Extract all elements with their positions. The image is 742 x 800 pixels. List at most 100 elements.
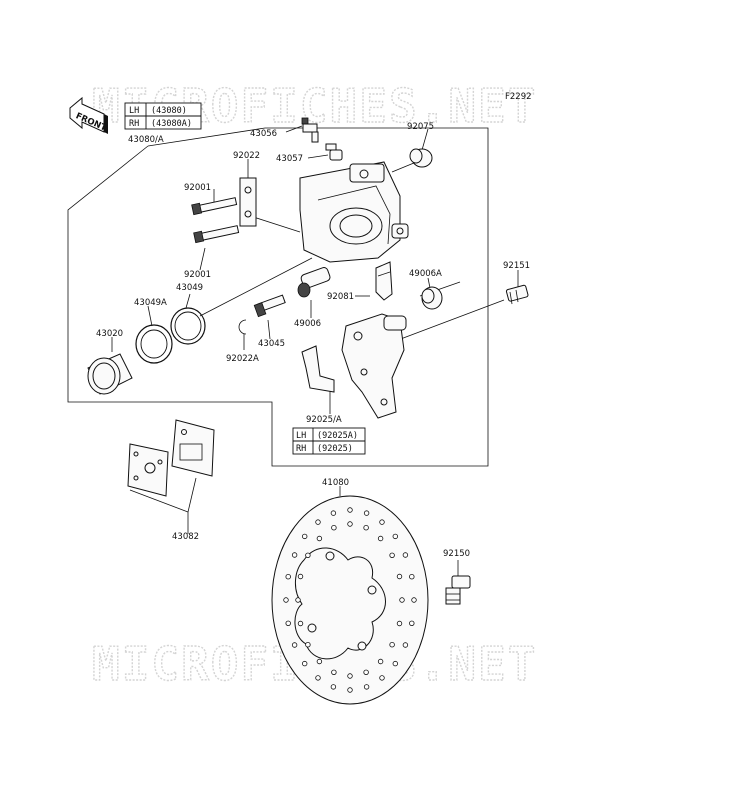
- bracket-assembly-code: 92025/A: [306, 415, 342, 425]
- disc-hole: [347, 673, 353, 679]
- disc-hole: [291, 552, 298, 558]
- dust-seal-part: [135, 324, 173, 364]
- caliper-table-side-lh: LH: [129, 106, 139, 116]
- assembly-boundary: [67, 127, 489, 467]
- label-92150: 92150: [443, 549, 470, 559]
- pad-holder-part: [301, 345, 335, 393]
- disc-hole: [389, 552, 395, 558]
- label-92075: 92075: [407, 122, 434, 132]
- disc-hole: [315, 519, 321, 525]
- bracket-table-part-lh: (92025A): [317, 431, 358, 441]
- caliper-bracket-part: [341, 313, 407, 419]
- caliper-table-part-lh: (43080): [151, 106, 187, 116]
- disc-hole: [291, 642, 298, 648]
- brake-pad-front-part: [127, 443, 197, 513]
- caliper-table-part-rh: (43080A): [151, 119, 192, 129]
- label-92022: 92022: [233, 151, 260, 161]
- label-43056: 43056: [250, 129, 277, 139]
- label-43045: 43045: [258, 339, 285, 349]
- disc-hole: [302, 533, 308, 540]
- label-43057: 43057: [276, 154, 303, 164]
- boot-part: [409, 148, 433, 168]
- piston-part: [87, 353, 133, 395]
- disc-hole: [295, 597, 301, 603]
- bleeder-valve-part: [301, 117, 319, 143]
- disc-hole: [330, 684, 337, 690]
- disc-hole: [305, 642, 311, 648]
- label-41080: 41080: [322, 478, 349, 488]
- caliper-assembly-code: 43080/A: [128, 135, 164, 145]
- disc-hole: [389, 642, 395, 648]
- mount-bolt-upper-part: [505, 284, 529, 305]
- slide-pin-part: [297, 267, 331, 298]
- disc-hole: [297, 620, 304, 627]
- label-43082: 43082: [172, 532, 199, 542]
- disc-hole: [316, 658, 323, 665]
- disc-hole: [330, 510, 337, 516]
- disc-hole: [315, 675, 321, 681]
- disc-hole: [347, 687, 353, 693]
- disc-hole: [363, 669, 369, 675]
- disc-hole: [409, 574, 415, 580]
- leader-lines: [111, 125, 519, 576]
- disc-hole: [379, 519, 385, 525]
- disc-hole: [411, 597, 417, 603]
- disc-hole: [363, 684, 370, 690]
- label-43049: 43049: [176, 283, 203, 293]
- disc-hole: [297, 573, 304, 580]
- disc-bolt-part: [445, 575, 471, 605]
- disc-hole: [399, 597, 405, 603]
- disc-hole: [402, 642, 409, 648]
- label-92081: 92081: [327, 292, 354, 302]
- label-92022A: 92022A: [226, 354, 259, 364]
- disc-hole: [305, 552, 311, 558]
- disc-hole: [392, 660, 398, 667]
- clip-part: [238, 319, 247, 335]
- disc-hole: [283, 597, 289, 603]
- disc-hole: [402, 552, 409, 558]
- disc-hole: [396, 573, 403, 580]
- label-92001-upper: 92001: [184, 183, 211, 193]
- label-49006: 49006: [294, 319, 321, 329]
- disc-hole: [377, 658, 384, 665]
- label-92001-lower: 92001: [184, 270, 211, 280]
- disc-hole: [331, 525, 337, 531]
- label-43020: 43020: [96, 329, 123, 339]
- disc-hole: [379, 675, 385, 681]
- pad-spring-part: [375, 261, 393, 301]
- bolt-upper-part: [191, 197, 238, 216]
- label-92151: 92151: [503, 261, 530, 271]
- disc-hole: [316, 535, 323, 542]
- pin-boot-part: [421, 286, 443, 310]
- caliper-body-part: [299, 161, 409, 263]
- disc-hole: [396, 620, 403, 627]
- pin-bolt-part: [253, 294, 286, 318]
- bracket-side-table: LH (92025A) RH (92025): [292, 427, 366, 455]
- label-49006A: 49006A: [409, 269, 442, 279]
- piston-seal-part: [170, 307, 206, 345]
- brake-pad-rear-part: [171, 419, 215, 477]
- brake-disc-part: [271, 495, 429, 705]
- disc-hole: [363, 510, 370, 516]
- disc-hole: [285, 620, 291, 626]
- disc-hole: [392, 533, 398, 540]
- disc-hole: [331, 669, 337, 675]
- disc-hole: [377, 535, 384, 542]
- part-labels: 43056 43057 92075 92022 92001 92001 4304…: [96, 122, 530, 559]
- bolt-lower-part: [193, 225, 240, 244]
- disc-hole: [363, 525, 369, 531]
- figure-code: F2292: [505, 92, 532, 102]
- label-43049A: 43049A: [134, 298, 167, 308]
- bracket-table-side-rh: RH: [296, 444, 306, 454]
- disc-hole: [409, 620, 415, 626]
- caliper-side-table: LH (43080) RH (43080A): [124, 102, 202, 130]
- retainer-plate-part: [239, 177, 257, 227]
- bracket-table-part-rh: (92025): [317, 444, 353, 454]
- disc-hole: [302, 660, 308, 667]
- disc-hole: [285, 574, 291, 580]
- disc-hole: [347, 507, 353, 513]
- caliper-table-side-rh: RH: [129, 119, 139, 129]
- bracket-table-side-lh: LH: [296, 431, 306, 441]
- disc-vent-holes: [283, 507, 417, 693]
